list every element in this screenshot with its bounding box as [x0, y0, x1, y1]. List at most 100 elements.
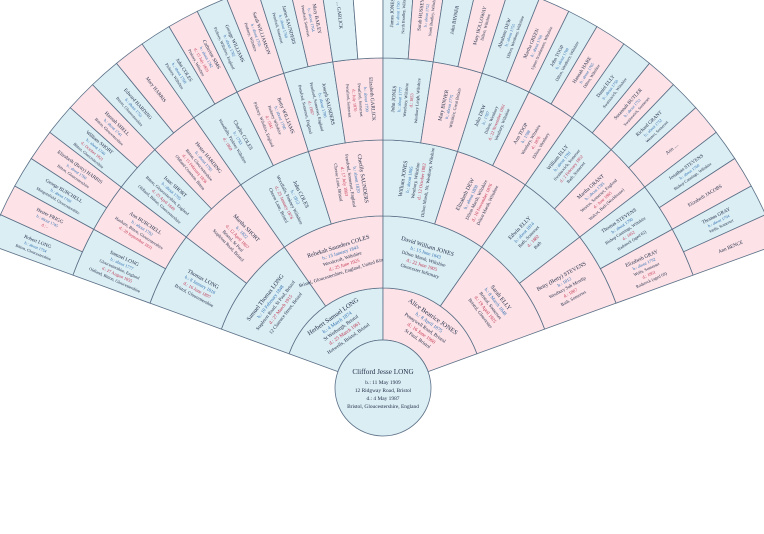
person-name: James JONES [390, 0, 396, 27]
person-detail: d.: 1876 [530, 135, 542, 150]
person-segment[interactable]: Elizabeth JACOBS [658, 157, 752, 230]
person-detail: b.: 1812 [557, 276, 573, 288]
person-detail: Westbury Leigh, Wiltshire [413, 78, 422, 124]
person-detail: b.: 1787 [481, 110, 491, 126]
person-detail: Westbury, Wiltshire [402, 83, 411, 117]
person-segment[interactable]: Mary HARRIS [115, 43, 195, 134]
person-detail: Cheese Lane, Bristol [332, 163, 344, 203]
person-detail: b.: about 1790 [363, 87, 370, 112]
root-person[interactable]: Clifford Jesse LONG b.: 11 May 1909 12 R… [334, 339, 432, 437]
person-detail: d.: 1852 [621, 229, 636, 241]
person-detail: b.: about 1777 [396, 86, 403, 112]
person-name: ... GARLICK [335, 2, 343, 30]
person-segment[interactable]: Ann BENCE [683, 214, 764, 276]
person-name: Elizabeth GARLICK [367, 77, 376, 122]
person-detail: b.: about 1820 [352, 166, 361, 194]
person-detail: d.: 1869 [222, 137, 233, 152]
person-detail: b.: about 1752 [423, 4, 431, 28]
person-detail: Pensford, Somerset [344, 84, 353, 119]
person-detail: Bath [533, 240, 543, 250]
person-detail: Westbury, Wiltshire [410, 162, 421, 199]
root-person-name: Clifford Jesse LONG [352, 368, 413, 376]
person-detail: b.: 1783 [232, 131, 243, 146]
person-detail: b.: 1812 [290, 189, 301, 205]
person-name: John JONES [390, 85, 398, 112]
person-name: Sarah HUSSEY [417, 0, 426, 31]
person-detail: b.: 1788 [520, 129, 531, 144]
person-detail: North Bradley, Wiltshire [400, 0, 408, 34]
person-detail: b.: about 1760 [278, 14, 289, 38]
root-person-line: 12 Ridgway Road, Bristol [355, 388, 412, 394]
person-detail: North Bradley, Wiltshire [427, 0, 438, 37]
person-detail: d.: 1867 [563, 287, 579, 299]
person-detail: b.: about 1764 [307, 8, 316, 32]
person-detail: d.: 1867 [307, 101, 315, 117]
person-detail: d.: 17 July 1863 [340, 166, 350, 197]
person-detail: d.: - [41, 222, 50, 230]
person-segment-shape [683, 214, 764, 276]
person-detail: b.: about 1790 [317, 93, 327, 118]
root-person-circle [334, 339, 432, 437]
person-detail: d.: July 1870 [351, 89, 358, 112]
person-detail: b.: about 1750 [395, 1, 401, 25]
root-person-line: Bristol, Gloucestershire, England [347, 404, 419, 410]
person-detail: b.: about 1805 [405, 165, 414, 193]
person-name: John BINNER [450, 5, 461, 35]
root-person-line: b.: 11 May 1909 [365, 380, 401, 386]
person-detail: d.: 1853 [408, 93, 414, 107]
person-detail: d.: 1861 [641, 269, 656, 279]
person-detail: Pensford, Somerset [356, 83, 365, 118]
